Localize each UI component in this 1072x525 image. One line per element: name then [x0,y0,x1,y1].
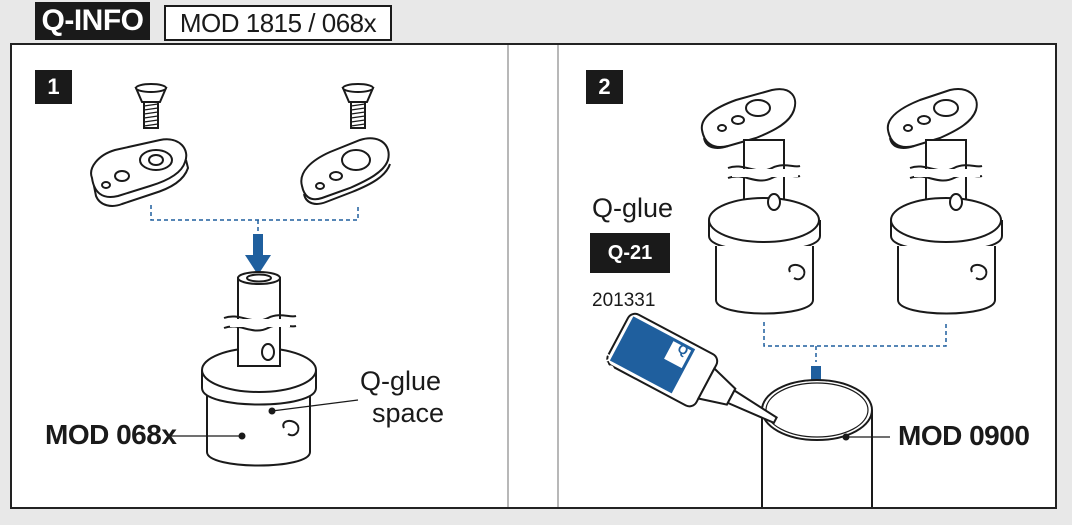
step-number-1: 1 [35,70,72,104]
leader-glue-space [271,399,359,412]
model-range-title: MOD 1815 / 068x [164,5,392,41]
screw-right [341,83,375,129]
tube-0900 [761,379,873,507]
mounting-plate-flat [90,138,190,207]
instruction-frame [10,43,1057,509]
glue-code-badge: Q-21 [590,233,670,273]
adapter-right-assembled [886,88,1003,315]
glue-title: Q-glue [592,193,674,223]
connector-dashed-2 [763,322,947,347]
model-label-068x: MOD 068x [45,419,177,450]
screw-left [134,83,168,129]
tube-adapter-068x [201,271,317,467]
connector-dashed-1 [150,205,359,221]
glue-space-label-line2: space [372,398,445,428]
q-info-tag: Q-INFO [35,2,150,40]
article-number: 201331 [592,290,656,311]
glue-bottle-icon [606,312,778,425]
adapter-left-assembled [700,88,821,315]
step-number-2: 2 [586,70,623,104]
model-label-0900: MOD 0900 [898,420,1030,451]
arrow-down-icon [245,234,271,275]
mounting-plate-curved [300,137,391,205]
glue-space-label-line1: Q-glue [360,366,442,396]
